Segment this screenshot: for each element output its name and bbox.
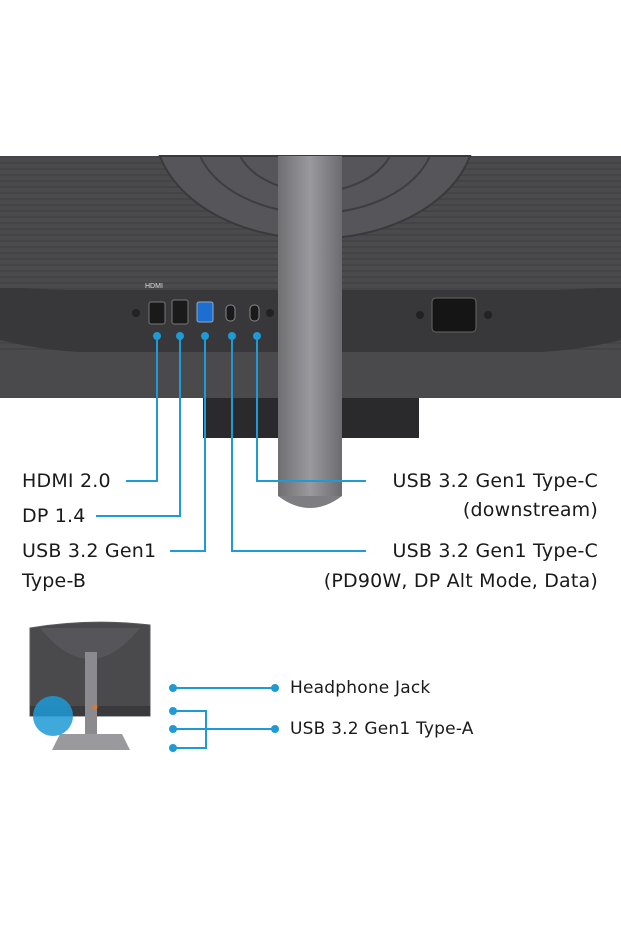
usb-c-port-pd — [225, 304, 236, 322]
label-usbc-pd-line2: (PD90W, DP Alt Mode, Data) — [323, 570, 598, 592]
label-usbc-downstream-line1: USB 3.2 Gen1 Type-C — [392, 470, 598, 492]
monitor-thumbnail — [29, 621, 151, 750]
dp-port — [171, 299, 189, 325]
hdmi-port — [148, 301, 166, 325]
label-headphone-jack: Headphone Jack — [290, 678, 431, 698]
label-usb-b-line2: Type-B — [22, 570, 87, 592]
label-hdmi: HDMI 2.0 — [22, 470, 111, 492]
hdmi-port-marking: HDMI — [145, 283, 163, 290]
label-usbc-pd-line1: USB 3.2 Gen1 Type-C — [392, 540, 598, 562]
ac-power-socket — [431, 297, 477, 333]
usb-c-port-downstream — [249, 304, 260, 322]
stand-column — [278, 156, 342, 496]
usb-b-port — [196, 301, 214, 323]
label-dp: DP 1.4 — [22, 505, 86, 527]
label-usb-type-a: USB 3.2 Gen1 Type-A — [290, 719, 474, 739]
label-usbc-downstream-line2: (downstream) — [462, 499, 598, 521]
label-usb-b-line1: USB 3.2 Gen1 — [22, 540, 157, 562]
